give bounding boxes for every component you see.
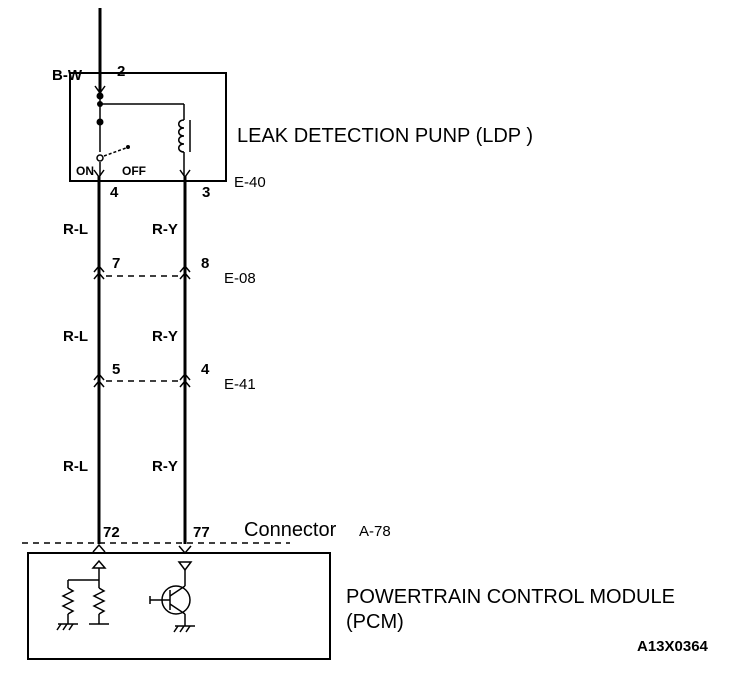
ldp-component-box	[69, 72, 227, 182]
wire-color-left-mid: R-L	[63, 328, 88, 345]
ldp-input-pin-label: 2	[117, 63, 125, 80]
pcm-pin-left-label: 72	[103, 524, 120, 541]
ldp-pin-3-arrow	[179, 169, 191, 179]
pcm-pin-72-arrow	[92, 543, 106, 553]
pcm-component-box	[27, 552, 331, 660]
junction-e08-connector: E-08	[224, 270, 256, 287]
ldp-title: LEAK DETECTION PUNP (LDP )	[237, 125, 533, 147]
wire-color-left-lower: R-L	[63, 458, 88, 475]
ldp-switch-off-label: OFF	[122, 164, 146, 178]
ldp-connector-label: E-40	[234, 174, 266, 191]
wire-color-left-upper: R-L	[63, 221, 88, 238]
junction-e41-pin-right: 4	[201, 361, 210, 378]
ldp-pin-2-arrow	[94, 85, 106, 95]
wire-color-right-upper: R-Y	[152, 221, 178, 238]
ldp-switch-on-label: ON	[76, 164, 94, 178]
pcm-title-line2: (PCM)	[346, 611, 404, 633]
junction-e41-pin-left: 5	[112, 361, 120, 378]
pcm-input-resistor-network	[56, 559, 109, 631]
ldp-pin-4-arrow	[93, 169, 105, 179]
pcm-title-line1: POWERTRAIN CONTROL MODULE	[346, 586, 675, 608]
ldp-solenoid-coil-icon	[178, 119, 191, 153]
wire-color-right-mid: R-Y	[152, 328, 178, 345]
ldp-pin-right-label: 3	[202, 184, 210, 201]
junction-e08-pin-left: 7	[112, 255, 120, 272]
junction-e08-pin-right: 8	[201, 255, 209, 272]
pcm-pin-77-arrow	[178, 545, 192, 555]
pcm-connector-label: Connector	[244, 519, 337, 541]
pcm-connector-id: A-78	[359, 523, 391, 540]
ldp-input-wire-label: B-W	[52, 67, 83, 84]
pcm-output-transistor-icon	[149, 561, 195, 633]
wire-color-right-lower: R-Y	[152, 458, 178, 475]
ldp-pin-left-label: 4	[110, 184, 119, 201]
junction-e41-arrows	[93, 372, 191, 388]
junction-e41-connector: E-41	[224, 376, 256, 393]
junction-e08-arrows	[93, 264, 191, 280]
figure-code: A13X0364	[637, 638, 709, 655]
pcm-pin-right-label: 77	[193, 524, 210, 541]
ldp-internal-circuit	[96, 92, 185, 176]
